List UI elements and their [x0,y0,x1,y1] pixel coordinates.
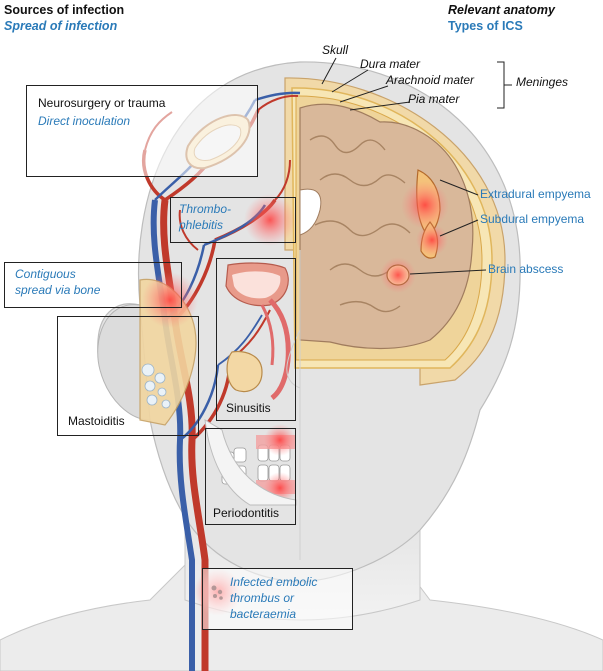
label-skull: Skull [322,43,349,57]
ventricle [299,188,322,236]
thrombo-label-1: Thrombo- [179,202,232,216]
contiguous-label-1: Contiguous [15,267,76,281]
contiguous-spread-box: Contiguous spread via bone [4,262,182,308]
anatomy-title: Relevant anatomy [448,3,555,17]
gyri [309,135,411,313]
brain [299,103,474,350]
embolic-label-3: bacteraemia [230,607,297,621]
sinusitis-box: Sinusitis [216,258,296,421]
anatomy-subtitle: Types of ICS [448,19,523,33]
neurosurgery-label: Neurosurgery or trauma [38,96,166,110]
mastoid-cells [141,363,171,409]
direct-inoculation-label: Direct inoculation [38,114,131,128]
leader-lines [321,57,512,275]
sinusitis-label: Sinusitis [226,401,271,415]
embolic-label-1: Infected embolic [230,575,318,589]
mandible [204,419,297,506]
label-pia-mater: Pia mater [408,92,460,106]
sources-subtitle: Spread of infection [4,19,118,33]
label-arachnoid-mater: Arachnoid mater [386,73,475,87]
label-meninges: Meninges [516,75,569,89]
mastoiditis-label: Mastoiditis [68,414,125,428]
label-dura-mater: Dura mater [360,57,421,71]
embolic-box: Infected embolic thrombus or bacteraemia [202,568,353,630]
mastoiditis-box: Mastoiditis [57,316,199,436]
periodontitis-label: Periodontitis [213,506,280,520]
thrombo-label-2: phlebitis [179,218,224,232]
neurosurgery-box: Neurosurgery or trauma Direct inoculatio… [26,85,258,177]
embolic-label-2: thrombus or [230,591,295,605]
label-subdural-empyema: Subdural empyema [480,212,585,226]
contiguous-label-2: spread via bone [15,283,101,297]
periodontitis-box: Periodontitis [205,428,296,525]
label-extradural-empyema: Extradural empyema [480,187,591,201]
sources-title: Sources of infection [4,3,125,17]
ear [97,304,151,421]
thrombophlebitis-box: Thrombo- phlebitis [170,197,296,243]
label-brain-abscess: Brain abscess [488,262,564,276]
